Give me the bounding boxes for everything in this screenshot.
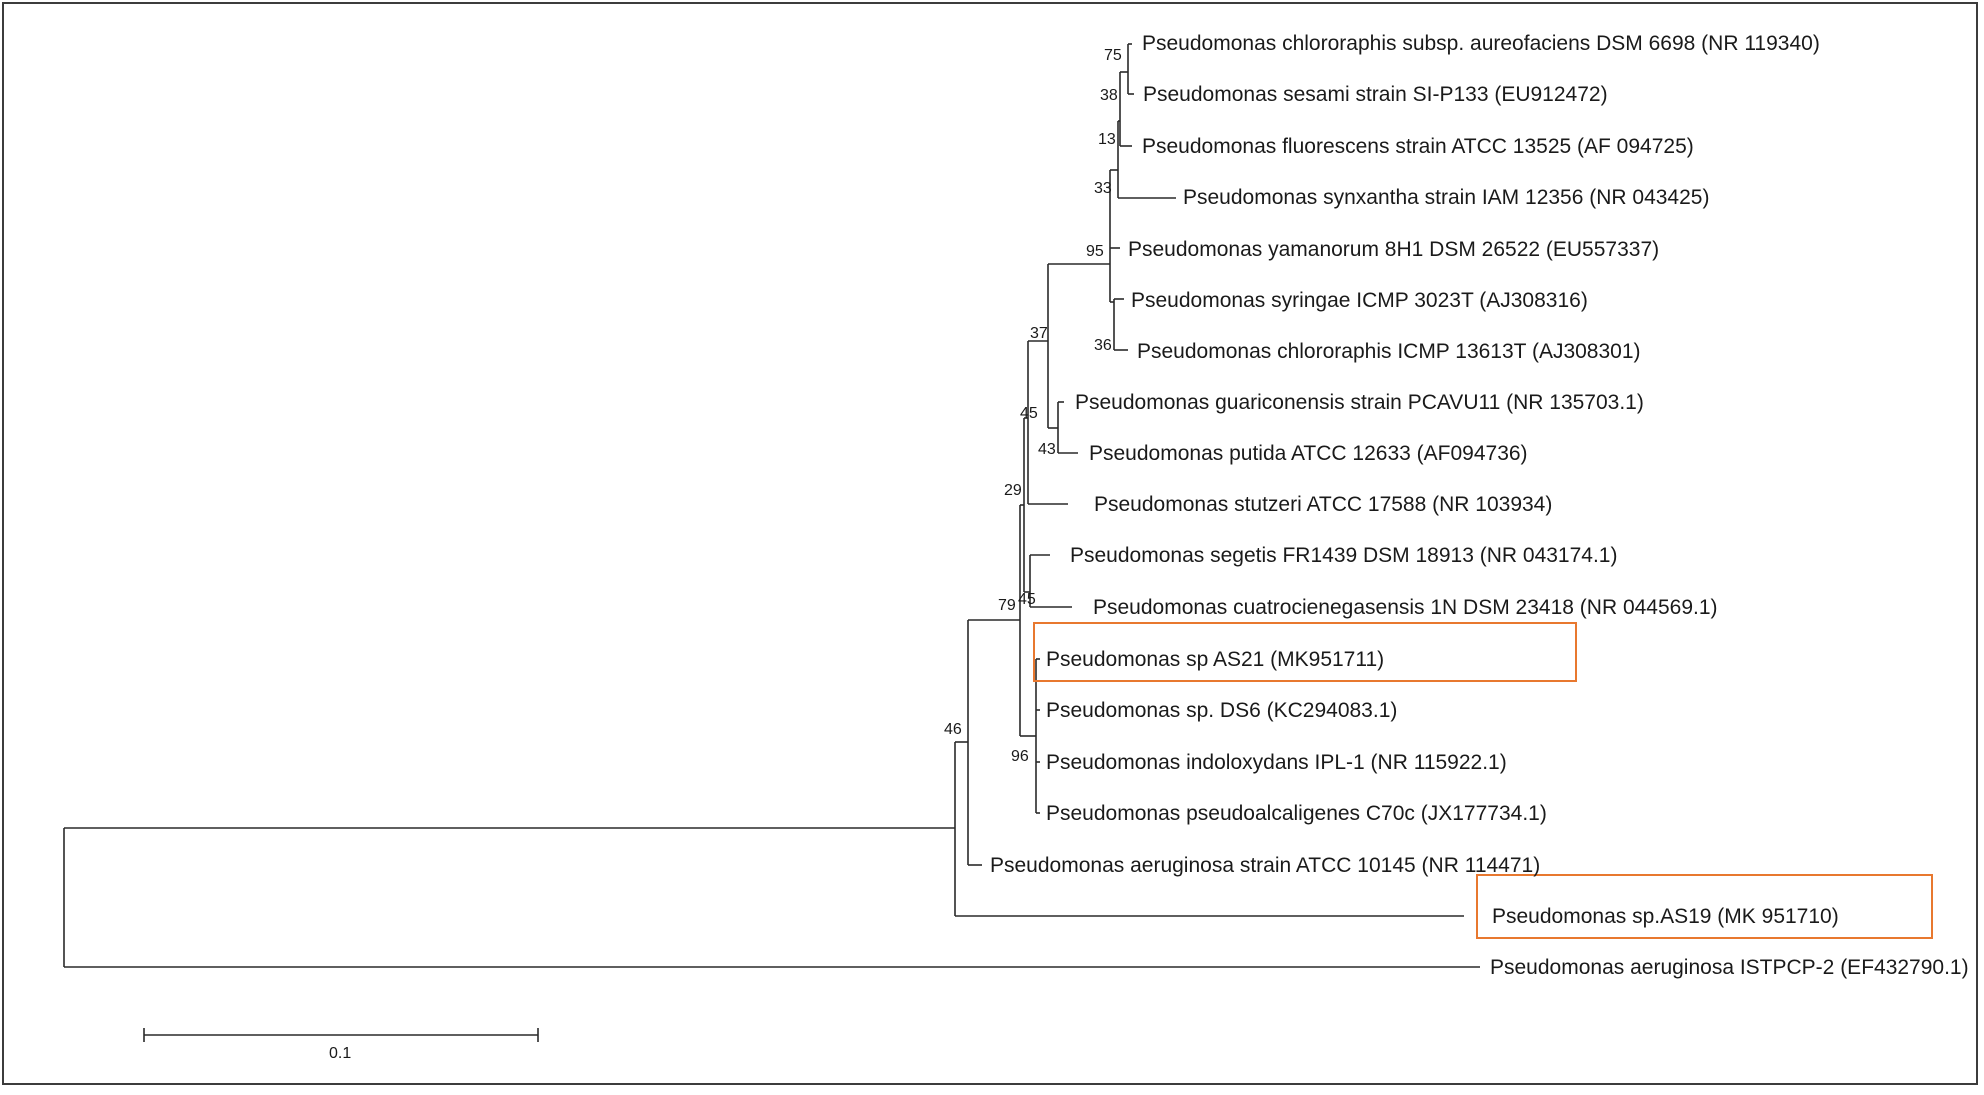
bootstrap-value: 13 [1098,131,1116,148]
taxon-label: Pseudomonas putida ATCC 12633 (AF094736) [1089,442,1528,465]
bootstrap-value: 29 [1004,482,1022,499]
highlight-box-as19 [1476,874,1933,939]
taxon-label: Pseudomonas synxantha strain IAM 12356 (… [1183,186,1709,209]
taxon-label: Pseudomonas sesami strain SI-P133 (EU912… [1143,83,1608,106]
taxon-label-highlighted: Pseudomonas sp.AS19 (MK 951710) [1492,905,1839,928]
bootstrap-value: 79 [998,597,1016,614]
bootstrap-value: 95 [1086,243,1104,260]
bootstrap-value: 33 [1094,180,1112,197]
taxon-label: Pseudomonas stutzeri ATCC 17588 (NR 1039… [1094,493,1552,516]
bootstrap-value: 43 [1038,441,1056,458]
taxon-label: Pseudomonas indoloxydans IPL-1 (NR 11592… [1046,751,1507,774]
taxon-label: Pseudomonas aeruginosa ISTPCP-2 (EF43279… [1490,956,1969,979]
taxon-label: Pseudomonas sp. DS6 (KC294083.1) [1046,699,1397,722]
taxon-label: Pseudomonas pseudoalcaligenes C70c (JX17… [1046,802,1547,825]
taxon-label: Pseudomonas syringae ICMP 3023T (AJ30831… [1131,289,1588,312]
taxon-label: Pseudomonas chlororaphis subsp. aureofac… [1142,32,1820,55]
taxon-label-highlighted: Pseudomonas sp AS21 (MK951711) [1046,648,1384,671]
bootstrap-value: 46 [944,721,962,738]
taxon-label: Pseudomonas chlororaphis ICMP 13613T (AJ… [1137,340,1641,363]
taxon-label: Pseudomonas fluorescens strain ATCC 1352… [1142,135,1694,158]
bootstrap-value: 45 [1018,591,1036,608]
taxon-label: Pseudomonas guariconensis strain PCAVU11… [1075,391,1644,414]
bootstrap-value: 96 [1011,748,1029,765]
scale-bar-label: 0.1 [329,1045,351,1062]
taxon-label: Pseudomonas yamanorum 8H1 DSM 26522 (EU5… [1128,238,1659,261]
taxon-label: Pseudomonas segetis FR1439 DSM 18913 (NR… [1070,544,1617,567]
bootstrap-value: 37 [1030,325,1048,342]
bootstrap-value: 45 [1020,405,1038,422]
bootstrap-value: 75 [1104,47,1122,64]
taxon-label: Pseudomonas aeruginosa strain ATCC 10145… [990,854,1540,877]
highlight-box-as21 [1033,622,1577,682]
bootstrap-value: 36 [1094,337,1112,354]
bootstrap-value: 38 [1100,87,1118,104]
taxon-label: Pseudomonas cuatrocienegasensis 1N DSM 2… [1093,596,1718,619]
